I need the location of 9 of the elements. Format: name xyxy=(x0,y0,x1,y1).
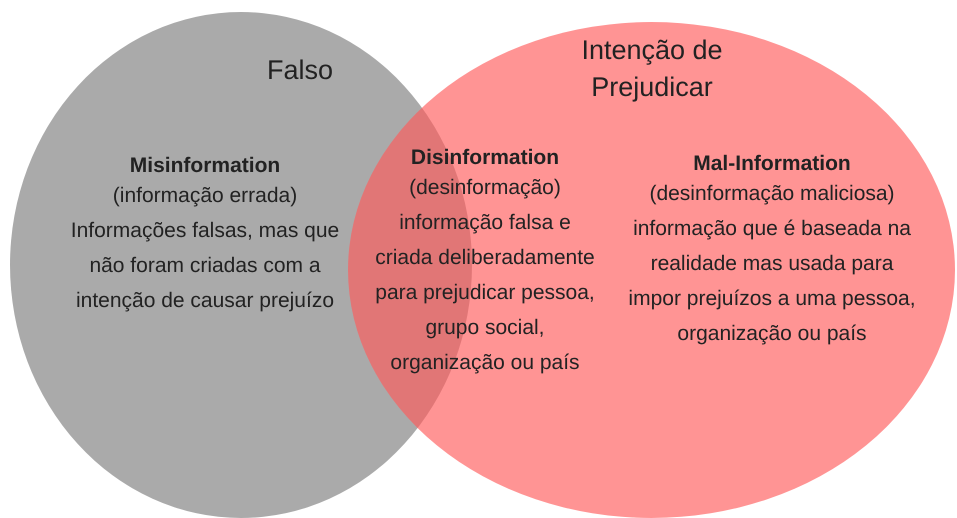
venn-circle xyxy=(348,22,955,518)
section-heading: Misinformation xyxy=(128,153,282,179)
description-text: (desinformação maliciosa) informação que é baseada na realidade mas usada para impor prejuízos a uma pessoa, organização ou país xyxy=(627,181,917,347)
section-heading: Mal-Information xyxy=(692,151,852,177)
description-text: (informação errada) Informações falsas, mas que não foram criadas com a intenção de causar prejuízo xyxy=(70,183,340,314)
circle-heading: Falso xyxy=(266,54,334,87)
description-text: (desinformação) informação falsa e criada deliberadamente para prejudicar pessoa, grupo social, organização ou país xyxy=(374,175,596,376)
section-heading: Disinformation xyxy=(410,145,560,171)
circle-heading: Intenção de Prejudicar xyxy=(580,34,724,104)
